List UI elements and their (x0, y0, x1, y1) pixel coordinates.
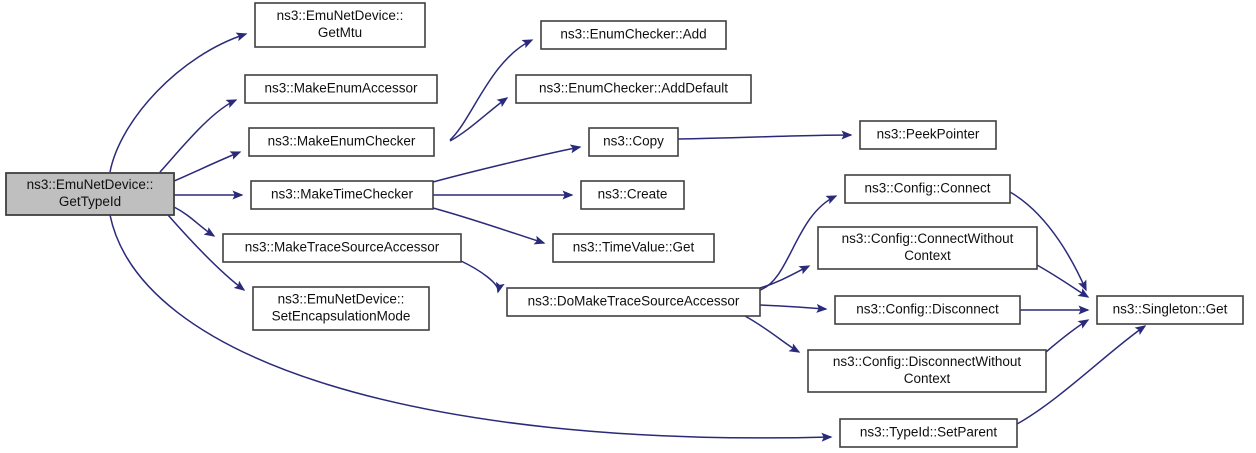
node-type_id_set_parent[interactable]: ns3::TypeId::SetParent (839, 418, 1018, 448)
node-make_time_checker[interactable]: ns3::MakeTimeChecker (250, 180, 434, 210)
node-box-time_value_get[interactable] (552, 233, 715, 263)
node-get_type_id[interactable]: ns3::EmuNetDevice::GetTypeId (5, 172, 175, 216)
node-box-create[interactable] (580, 180, 685, 210)
edge-get_type_id-to-make_trace_source_accessor (173, 206, 216, 237)
node-peek_pointer[interactable]: ns3::PeekPointer (859, 120, 997, 150)
node-box-make_enum_accessor[interactable] (244, 74, 438, 104)
edge-make_time_checker-to-copy (432, 144, 582, 183)
edge-do_make_trace_source_accessor-to-config_disconnect (759, 303, 828, 313)
node-set_encapsulation_mode[interactable]: ns3::EmuNetDevice::SetEncapsulationMode (252, 286, 430, 331)
edge-get_type_id-to-get_mtu (109, 32, 248, 173)
node-config_disconnect[interactable]: ns3::Config::Disconnect (834, 295, 1021, 325)
node-box-config_disconnect[interactable] (834, 295, 1021, 325)
node-box-set_encapsulation_mode[interactable] (252, 286, 430, 331)
node-box-make_trace_source_accessor[interactable] (222, 233, 462, 263)
node-make_trace_source_accessor[interactable]: ns3::MakeTraceSourceAccessor (222, 233, 462, 263)
edge-make_trace_source_accessor-to-do_make_trace_source_accessor (460, 260, 505, 294)
edge-do_make_trace_source_accessor-to-config_disconnect_without_context (744, 315, 801, 353)
edge-get_type_id-to-make_enum_accessor (159, 99, 238, 173)
node-box-do_make_trace_source_accessor[interactable] (506, 287, 761, 317)
edge-get_type_id-to-make_enum_checker (173, 151, 242, 182)
node-do_make_trace_source_accessor[interactable]: ns3::DoMakeTraceSourceAccessor (506, 287, 761, 317)
edge-copy-to-peek_pointer (677, 130, 853, 140)
edge-config_connect-to-singleton_get (1009, 191, 1087, 292)
node-make_enum_accessor[interactable]: ns3::MakeEnumAccessor (244, 74, 438, 104)
edge-config_disconnect_without_context-to-singleton_get (1045, 319, 1090, 353)
node-singleton_get[interactable]: ns3::Singleton::Get (1096, 295, 1244, 325)
edge-make_enum_checker-to-enum_checker_add_default (449, 97, 509, 142)
node-get_mtu[interactable]: ns3::EmuNetDevice::GetMtu (254, 2, 426, 48)
node-box-get_mtu[interactable] (254, 2, 426, 48)
node-copy[interactable]: ns3::Copy (588, 127, 679, 157)
node-box-config_disconnect_without_context[interactable] (807, 349, 1047, 393)
node-box-config_connect_without_context[interactable] (817, 226, 1038, 270)
node-make_enum_checker[interactable]: ns3::MakeEnumChecker (248, 127, 435, 157)
node-box-enum_checker_add_default[interactable] (515, 74, 752, 104)
edge-config_connect_without_context-to-singleton_get (1036, 264, 1090, 298)
edge-type_id_set_parent-to-singleton_get (1016, 325, 1147, 425)
node-create[interactable]: ns3::Create (580, 180, 685, 210)
node-layer: ns3::EmuNetDevice::GetTypeIdns3::EmuNetD… (5, 2, 1244, 448)
node-enum_checker_add[interactable]: ns3::EnumChecker::Add (540, 20, 727, 50)
node-config_connect[interactable]: ns3::Config::Connect (844, 174, 1011, 204)
node-box-make_time_checker[interactable] (250, 180, 434, 210)
edge-make_time_checker-to-time_value_get (432, 207, 546, 245)
node-box-type_id_set_parent[interactable] (839, 418, 1018, 448)
edge-do_make_trace_source_accessor-to-config_connect_without_context (759, 265, 811, 289)
node-box-config_connect[interactable] (844, 174, 1011, 204)
node-box-enum_checker_add[interactable] (540, 20, 727, 50)
edge-make_enum_checker-to-enum_checker_add (449, 39, 534, 141)
node-box-copy[interactable] (588, 127, 679, 157)
node-box-peek_pointer[interactable] (859, 120, 997, 150)
node-box-get_type_id[interactable] (5, 172, 175, 216)
node-enum_checker_add_default[interactable]: ns3::EnumChecker::AddDefault (515, 74, 752, 104)
edge-layer (109, 32, 1147, 442)
edge-get_type_id-to-type_id_set_parent (109, 214, 833, 442)
node-box-singleton_get[interactable] (1096, 295, 1244, 325)
node-time_value_get[interactable]: ns3::TimeValue::Get (552, 233, 715, 263)
node-box-make_enum_checker[interactable] (248, 127, 435, 157)
edge-get_type_id-to-set_encapsulation_mode (167, 214, 246, 291)
